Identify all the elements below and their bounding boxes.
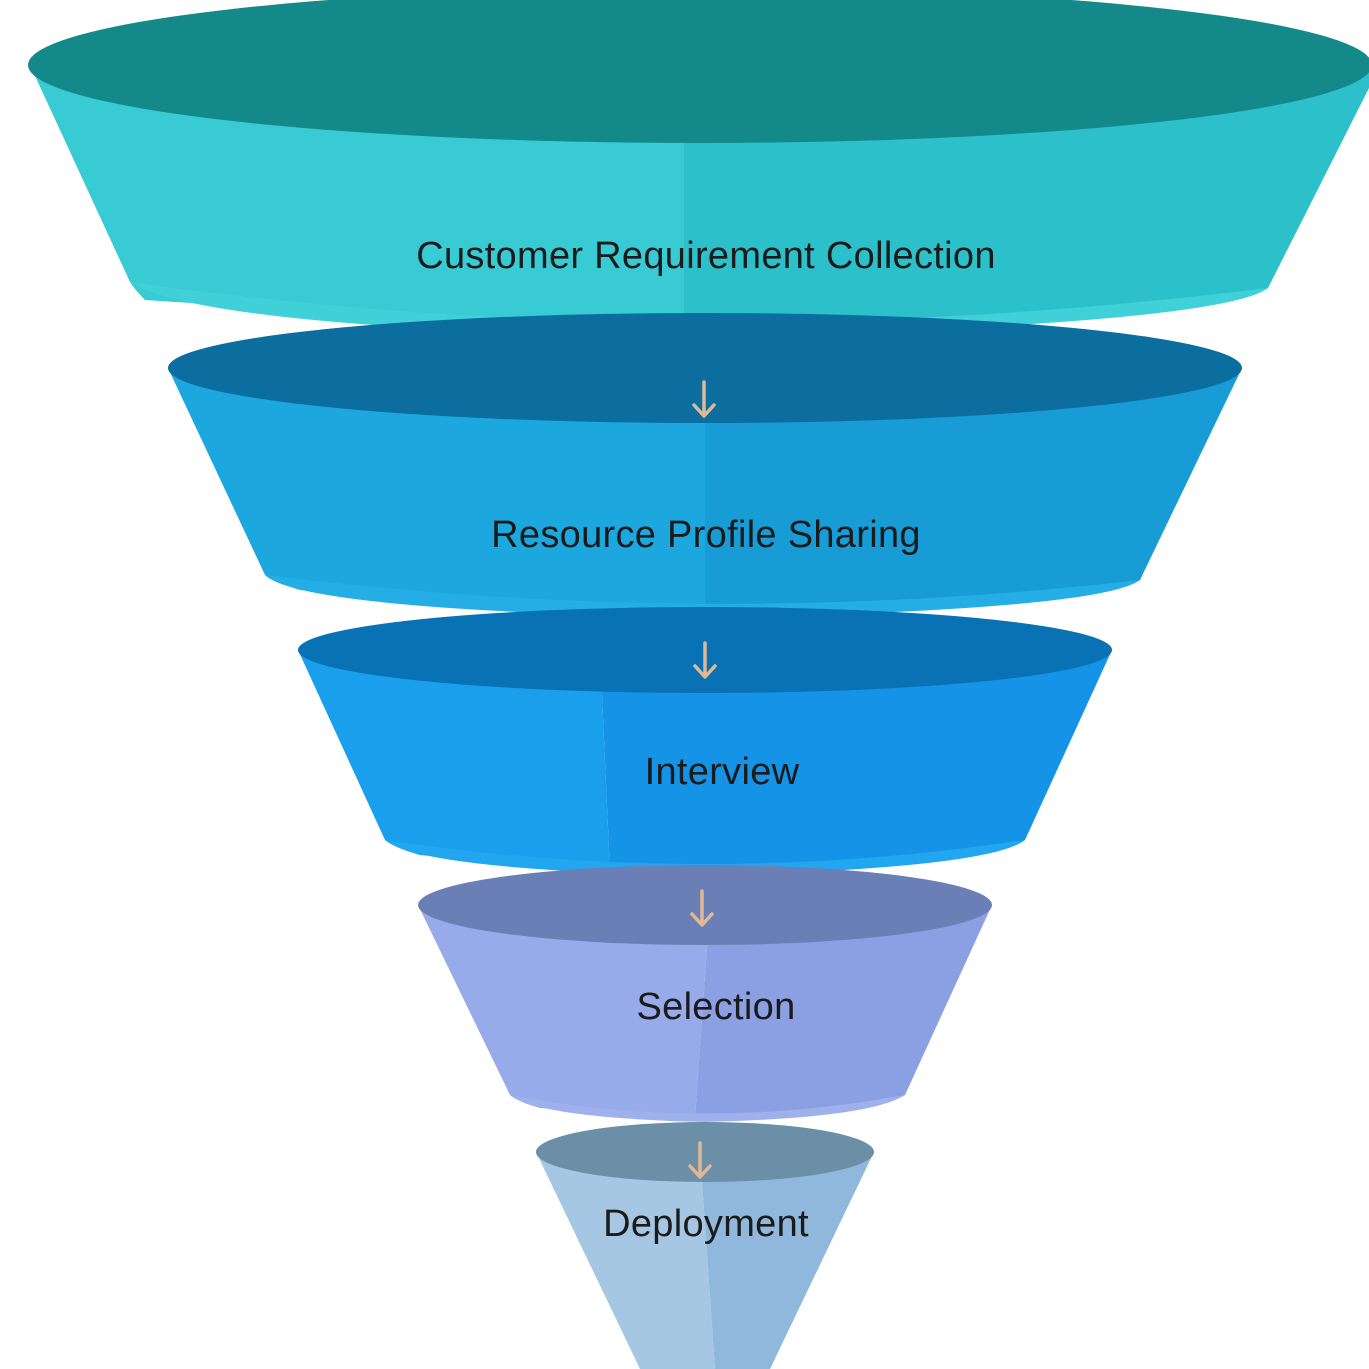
funnel-stage-3-label: Interview [645,751,800,793]
funnel-stage-2-body-left [168,368,705,615]
funnel-stage-2: Resource Profile Sharing [168,313,1242,618]
funnel-stage-5-body-left [536,1152,715,1369]
funnel-stage-5-body-right [700,1152,874,1369]
down-arrow-icon [690,889,714,927]
funnel-stage-3: Interview [298,607,1112,876]
funnel-stage-2-body-right [705,368,1242,615]
funnel-stage-3-bottom-rim [385,840,1025,876]
funnel-stage-4-bottom-rim [510,1095,905,1122]
funnel-stage-2-label: Resource Profile Sharing [491,514,921,556]
funnel-stage-4: Selection [418,865,992,1122]
funnel-stage-4-body-left [418,905,710,1118]
funnel-stage-4-top [418,865,992,945]
funnel-stage-5-label: Deployment [603,1203,809,1245]
funnel-stage-3-body-left [298,650,610,872]
funnel-stage-2-bottom-rim [265,575,1140,618]
funnel-stage-4-label: Selection [636,986,795,1028]
down-arrow-icon [693,641,717,679]
funnel-stage-3-body-right [600,650,1112,872]
funnel-stage-1: Customer Requirement Collection [28,0,1369,338]
funnel-stage-5: Deployment [536,1122,874,1369]
funnel-stage-1-top [28,0,1369,143]
funnel-stage-1-label: Customer Requirement Collection [416,235,996,277]
down-arrow-icon [692,380,716,418]
funnel-stage-4-body-right [695,905,992,1118]
funnel-stage-5-top [536,1122,874,1182]
down-arrow-icon [688,1141,712,1179]
funnel-stage-2-top [168,313,1242,423]
